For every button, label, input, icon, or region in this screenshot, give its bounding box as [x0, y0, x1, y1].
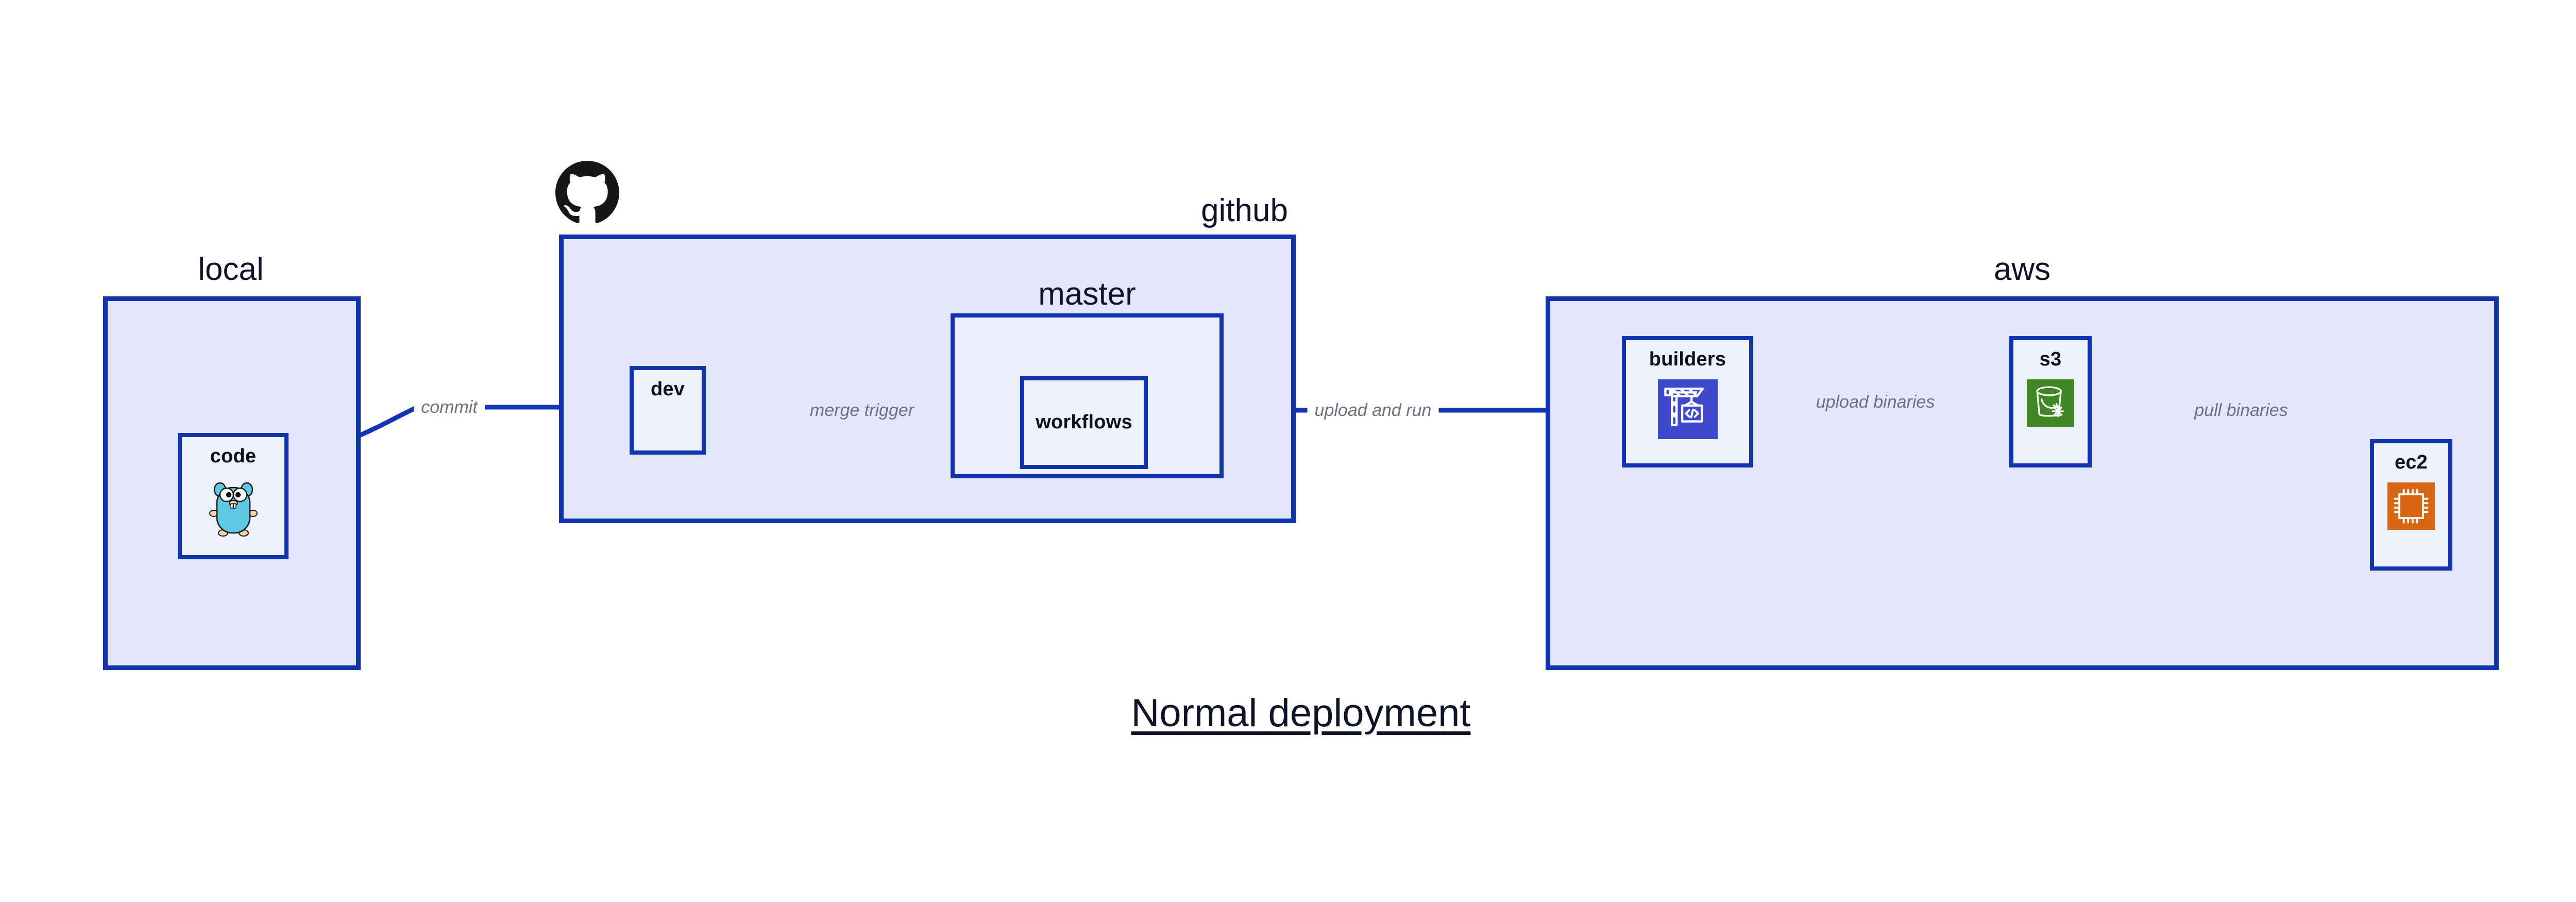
edge-label-upload-binaries: upload binaries	[1808, 393, 1942, 411]
node-label-builders: builders	[1649, 348, 1726, 370]
group-label-github: github	[1201, 193, 1288, 228]
group-label-local: local	[198, 252, 264, 287]
edge-label-merge-trigger: merge trigger	[802, 402, 922, 419]
node-s3[interactable]: s3	[2009, 336, 2092, 467]
node-label-workflows: workflows	[1036, 411, 1132, 433]
diagram-title: Normal deployment	[1131, 691, 1471, 735]
edge-label-commit: commit	[414, 398, 485, 416]
aws-codebuild-crane-icon	[1657, 379, 1718, 442]
aws-s3-bucket-icon	[2027, 379, 2074, 429]
node-workflows[interactable]: workflows	[1020, 376, 1148, 469]
node-dev[interactable]: dev	[630, 366, 706, 455]
edge-label-pull-binaries: pull binaries	[2187, 402, 2295, 419]
node-label-ec2: ec2	[2394, 452, 2428, 473]
node-code[interactable]: code	[178, 433, 289, 559]
go-gopher-icon	[208, 476, 259, 540]
node-label-code: code	[210, 445, 257, 467]
node-label-dev: dev	[650, 378, 685, 400]
node-label-s3: s3	[2039, 348, 2062, 370]
edge-label-upload-and-run: upload and run	[1307, 402, 1439, 419]
aws-ec2-chip-icon	[2387, 482, 2435, 532]
group-label-aws: aws	[1993, 252, 2051, 287]
node-builders[interactable]: builders	[1622, 336, 1753, 467]
node-ec2[interactable]: ec2	[2370, 439, 2452, 571]
github-octocat-logo	[555, 161, 619, 227]
group-label-master: master	[1038, 276, 1136, 312]
